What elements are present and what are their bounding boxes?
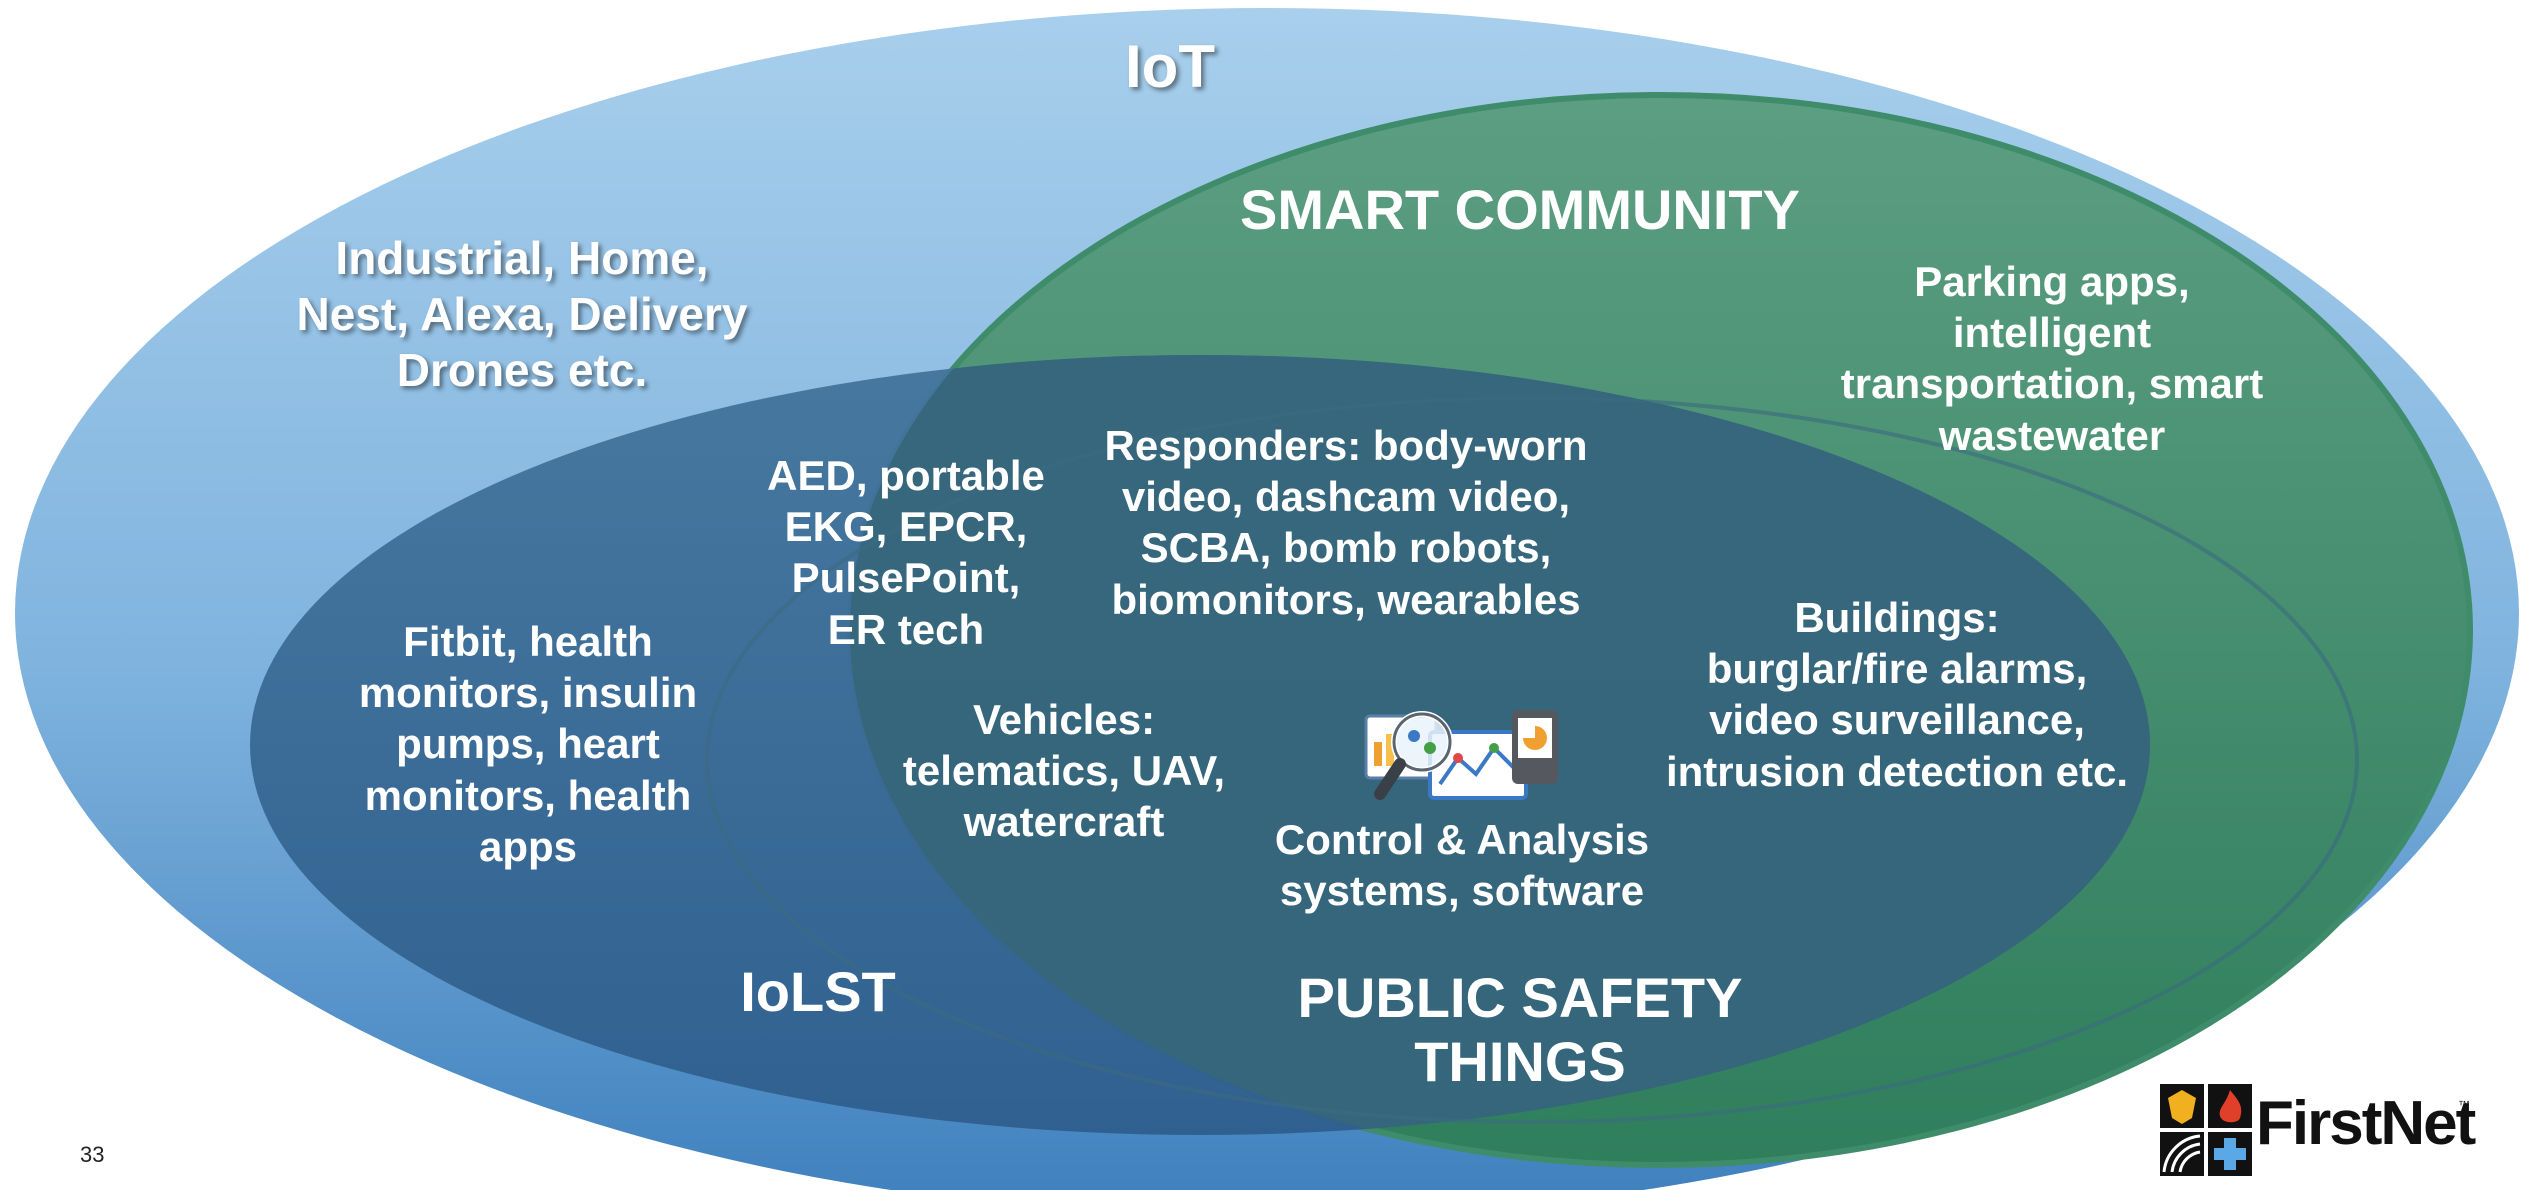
page-number: 33	[80, 1142, 105, 1167]
trademark-mark: ™	[2458, 1098, 2470, 1112]
public-safety-outline	[705, 396, 2359, 1124]
smart-community-set-label: SMART COMMUNITY	[1240, 178, 1800, 241]
analytics-magnifier-icon	[1364, 710, 1558, 800]
medical-devices-text: AED, portable EKG, EPCR, PulsePoint, ER …	[767, 452, 1045, 653]
vehicles-text: Vehicles: telematics, UAV, watercraft	[902, 696, 1226, 846]
firstnet-logo: FirstNet ™	[2160, 1080, 2480, 1180]
public-safety-set-label: PUBLIC SAFETY THINGS	[1297, 966, 1743, 1094]
control-analysis-text: Control & Analysis systems, software	[1274, 816, 1650, 915]
iolst-examples-text: Fitbit, health monitors, insulin pumps, …	[358, 618, 698, 870]
responders-text: Responders: body-worn video, dashcam vid…	[1104, 422, 1588, 623]
iolst-set-label: IoLST	[740, 960, 896, 1023]
firstnet-logo-text: FirstNet	[2256, 1089, 2476, 1158]
smart-community-examples-text: Parking apps, intelligent transportation…	[1840, 258, 2264, 459]
buildings-text: Buildings: burglar/fire alarms, video su…	[1665, 594, 2129, 795]
firstnet-emblem-icon	[2160, 1084, 2252, 1176]
iot-set-label: IoT	[1125, 33, 1215, 100]
iot-examples-text: Industrial, Home, Nest, Alexa, Delivery …	[296, 232, 748, 397]
